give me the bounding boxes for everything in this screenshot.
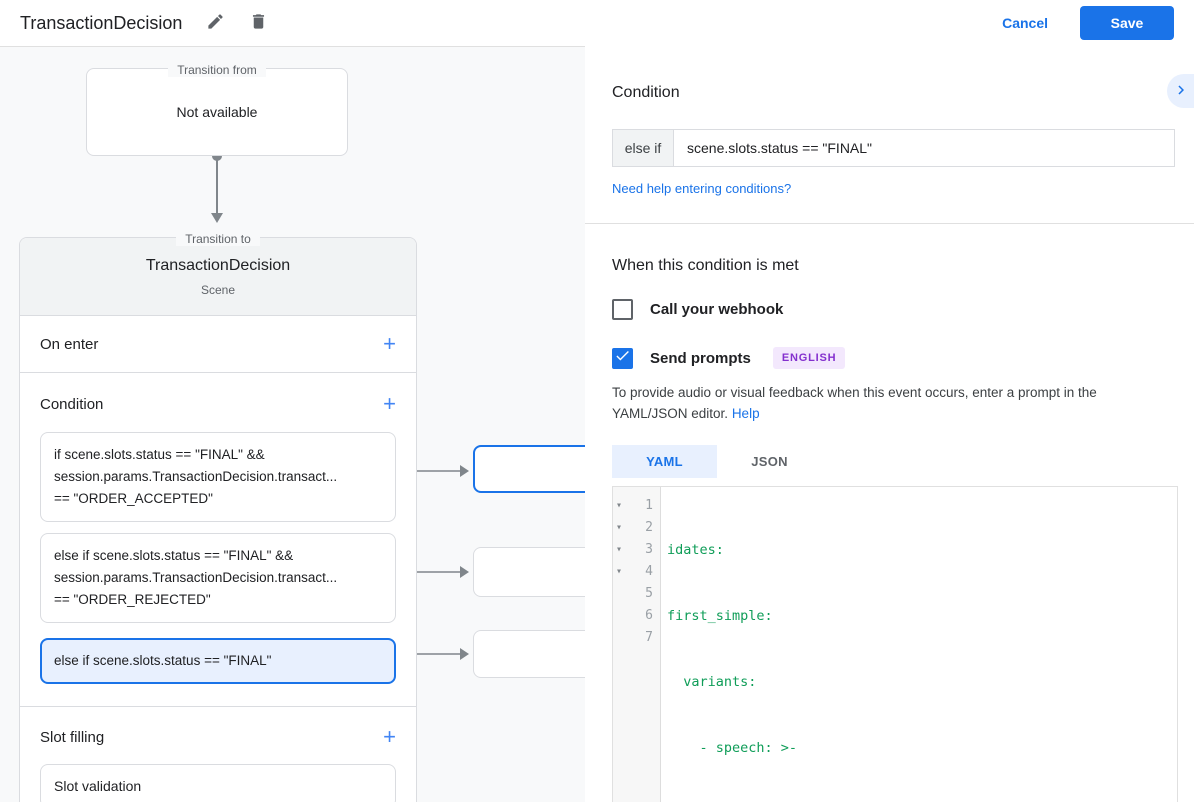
condition-card-1[interactable]: if scene.slots.status == "FINAL" && sess… xyxy=(40,432,396,522)
scene-canvas: Transition from Not available Transition… xyxy=(0,46,585,802)
webhook-row: Call your webhook xyxy=(612,299,1175,320)
gutter-row: 6 xyxy=(645,608,653,623)
gutter-row: 2 xyxy=(613,517,660,539)
code-line-4: - speech: >- xyxy=(667,740,798,756)
tab-yaml[interactable]: YAML xyxy=(612,445,717,478)
scene-header: TransactionDecision Scene xyxy=(20,238,416,316)
yaml-code-editor[interactable]: 1 2 3 4 5 6 7 idates: first_simple: vari… xyxy=(612,486,1178,802)
condition-section: Condition if scene.slots.status == "FINA… xyxy=(20,373,416,707)
tab-json[interactable]: JSON xyxy=(751,454,788,469)
condition-card-3-selected[interactable]: else if scene.slots.status == "FINAL" xyxy=(40,638,396,684)
condition-card-2-line-3: == "ORDER_REJECTED" xyxy=(54,592,211,607)
panel-condition-title: Condition xyxy=(612,84,680,101)
condition-card-1-line-1: if scene.slots.status == "FINAL" && xyxy=(54,447,265,462)
on-enter-row: On enter xyxy=(20,316,416,373)
send-prompts-row: Send prompts ENGLISH xyxy=(612,347,1175,369)
fold-arrow-icon[interactable] xyxy=(616,495,622,517)
editor-tabs: YAML JSON xyxy=(612,445,1175,478)
prompts-help-link[interactable]: Help xyxy=(731,406,760,421)
check-icon xyxy=(614,347,631,369)
condition-section-header: Condition xyxy=(40,393,396,415)
transition-from-value: Not available xyxy=(176,104,258,120)
panel-divider xyxy=(585,223,1194,224)
delete-button[interactable] xyxy=(249,12,268,34)
webhook-checkbox[interactable] xyxy=(612,299,633,320)
slot-filling-header: Slot filling xyxy=(40,726,396,748)
webhook-label: Call your webhook xyxy=(650,301,784,318)
editor-code-area[interactable]: idates: first_simple: variants: - speech… xyxy=(661,487,1177,802)
condition-help-link[interactable]: Need help entering conditions? xyxy=(612,181,792,196)
on-enter-label: On enter xyxy=(40,335,99,353)
add-condition-icon[interactable] xyxy=(383,393,396,415)
condition-label: Condition xyxy=(40,395,104,413)
slot-filling-label: Slot filling xyxy=(40,728,105,746)
top-bar: TransactionDecision Cancel Save xyxy=(0,0,1194,46)
trash-icon xyxy=(249,12,268,34)
fold-arrow-icon[interactable] xyxy=(616,517,622,539)
condition-card-1-line-2: session.params.TransactionDecision.trans… xyxy=(54,469,338,484)
fold-arrow-icon[interactable] xyxy=(616,561,622,583)
save-button[interactable]: Save xyxy=(1080,6,1174,40)
scene-type: Scene xyxy=(200,283,236,297)
edit-button[interactable] xyxy=(206,12,225,34)
condition-editor-panel: Condition else if Need help entering con… xyxy=(585,46,1194,802)
transition-target-box-1[interactable] xyxy=(473,445,585,493)
gutter-row: 4 xyxy=(613,561,660,583)
code-line-1: idates: xyxy=(667,542,724,558)
add-on-enter-icon[interactable] xyxy=(383,333,396,355)
main-area: Transition from Not available Transition… xyxy=(0,46,1194,802)
when-met-title: When this condition is met xyxy=(612,257,799,274)
code-line-3: variants: xyxy=(667,674,757,690)
gutter-row: 7 xyxy=(645,630,653,645)
transition-target-box-3[interactable] xyxy=(473,630,585,678)
send-prompts-label: Send prompts xyxy=(650,349,751,367)
condition-expression-group: else if xyxy=(612,129,1175,167)
page-title: TransactionDecision xyxy=(20,12,183,33)
transition-to-card: Transition to TransactionDecision Scene … xyxy=(19,232,417,802)
chevron-right-icon xyxy=(1172,81,1190,102)
condition-card-2[interactable]: else if scene.slots.status == "FINAL" &&… xyxy=(40,533,396,623)
slot-filling-section: Slot filling Slot validation xyxy=(20,707,416,802)
editor-gutter: 1 2 3 4 5 6 7 xyxy=(613,487,661,802)
transition-from-box: Transition from Not available xyxy=(86,63,348,156)
scene-name: TransactionDecision xyxy=(145,257,291,274)
add-slot-icon[interactable] xyxy=(383,726,396,748)
slot-validation-card[interactable]: Slot validation xyxy=(40,764,396,802)
condition-card-1-line-3: == "ORDER_ACCEPTED" xyxy=(54,491,213,506)
gutter-row: 3 xyxy=(613,539,660,561)
code-line-2: first_simple: xyxy=(667,608,773,624)
transition-target-box-2[interactable] xyxy=(473,547,585,597)
condition-card-3-line-1: else if scene.slots.status == "FINAL" xyxy=(54,653,272,668)
cancel-button[interactable]: Cancel xyxy=(1002,15,1048,31)
language-badge: ENGLISH xyxy=(772,347,846,369)
gutter-row: 1 xyxy=(613,495,660,517)
fold-arrow-icon[interactable] xyxy=(616,539,622,561)
condition-expression-input[interactable] xyxy=(674,129,1175,167)
condition-card-2-line-2: session.params.TransactionDecision.trans… xyxy=(54,570,338,585)
send-prompts-checkbox[interactable] xyxy=(612,347,633,369)
condition-card-2-line-1: else if scene.slots.status == "FINAL" && xyxy=(54,548,294,563)
condition-operator-label: else if xyxy=(612,129,674,167)
pencil-icon xyxy=(206,12,225,34)
prompts-description: To provide audio or visual feedback when… xyxy=(612,385,1097,421)
collapse-panel-button[interactable] xyxy=(1167,74,1194,108)
gutter-row: 5 xyxy=(645,586,653,601)
